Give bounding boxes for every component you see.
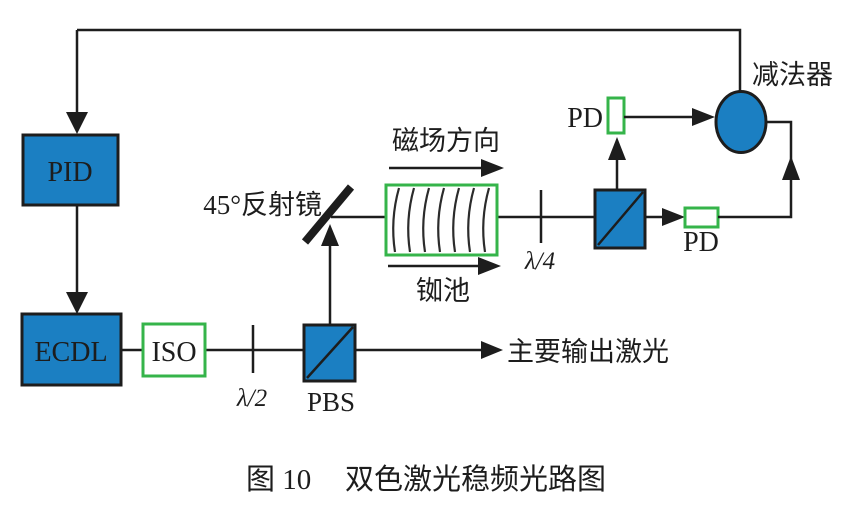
arrow-cell-propagation xyxy=(478,257,501,275)
rubidium-cell: 铷池 xyxy=(384,183,501,306)
coil-winding xyxy=(407,187,416,253)
magnetic-field-direction: 磁场方向 xyxy=(389,126,504,177)
half-waveplate: λ/2 xyxy=(236,325,267,412)
iso-box xyxy=(141,322,207,378)
arrow-main-output xyxy=(481,341,503,359)
arrow-into-pd-output xyxy=(662,208,685,226)
coil-winding xyxy=(392,187,401,253)
coil-winding xyxy=(467,187,476,253)
arrow-into-ecdl xyxy=(66,292,88,314)
half-waveplate-label: λ/2 xyxy=(236,385,267,412)
feedback-line xyxy=(77,28,742,92)
arrow-into-subtractor xyxy=(692,108,715,126)
pbs1-diagonal xyxy=(306,326,354,379)
mirror-45deg: 45°反射镜 xyxy=(203,184,355,245)
figure-caption: 图 10 双色激光稳频光路图 xyxy=(246,463,606,496)
pbs-cube-1: PBS xyxy=(302,323,357,417)
ecdl-laser: ECDL xyxy=(20,312,123,387)
quarter-waveplate-label: λ/4 xyxy=(524,248,555,275)
quarter-waveplate: λ/4 xyxy=(524,190,555,275)
pd-output-box xyxy=(683,206,720,229)
field-direction-label: 磁场方向 xyxy=(392,126,500,156)
arrow-into-pid xyxy=(66,112,88,134)
pd-monitor-box xyxy=(606,96,626,135)
mirror-45-line xyxy=(301,184,355,245)
photodetector-output: PD xyxy=(683,206,720,258)
mirror-45-label: 45°反射镜 xyxy=(203,190,322,220)
rb-cell-label: 铷池 xyxy=(416,276,470,306)
pid-controller: PID xyxy=(21,133,120,207)
pid-label: PID xyxy=(47,157,92,188)
main-output-label: 主要输出激光 xyxy=(507,337,669,367)
pd-monitor-label: PD xyxy=(567,103,603,134)
pbs-cube-2 xyxy=(593,188,647,250)
coil-winding xyxy=(452,187,461,253)
pid-box xyxy=(21,133,120,207)
figure-number: 图 10 xyxy=(246,464,311,496)
subtractor: 减法器 xyxy=(714,60,833,154)
figure-title: 双色激光稳频光路图 xyxy=(345,463,606,496)
pbs2-diagonal xyxy=(597,191,644,246)
arrow-up-to-subtractor xyxy=(782,156,800,180)
ecdl-label: ECDL xyxy=(34,337,107,368)
pbs1-label: PBS xyxy=(307,387,355,417)
iso-label: ISO xyxy=(151,337,196,368)
subtractor-ellipse xyxy=(714,90,768,154)
arrow-into-mirror xyxy=(321,224,339,246)
arrow-into-pd-monitor xyxy=(608,137,626,160)
pd-output-label: PD xyxy=(683,227,719,258)
coil-winding xyxy=(437,187,446,253)
subtractor-label: 减法器 xyxy=(752,60,833,90)
photodetector-monitor: PD xyxy=(567,96,626,135)
coil-winding xyxy=(482,187,491,253)
coil-winding xyxy=(422,187,431,253)
arrow-field-direction xyxy=(481,159,504,177)
optical-isolator: ISO xyxy=(141,322,207,378)
